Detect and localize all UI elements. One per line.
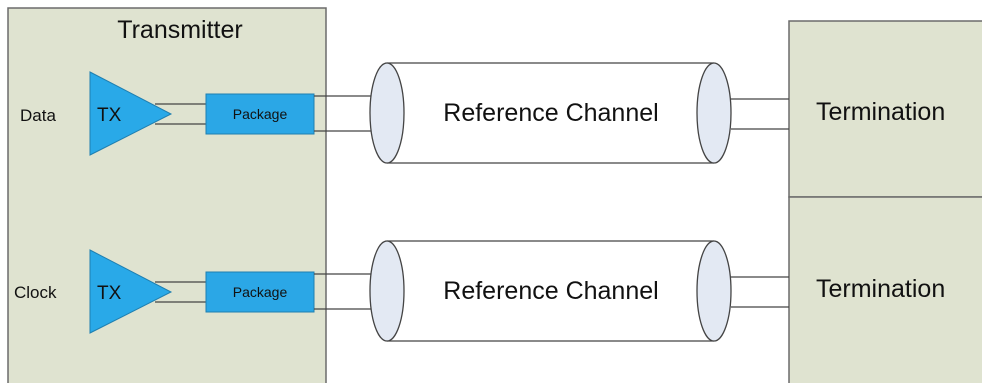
package-label: Package <box>233 284 288 300</box>
termination-block <box>788 20 982 198</box>
transmitter-block <box>7 7 327 383</box>
termination-label: Termination <box>816 98 945 126</box>
package-box <box>205 93 315 135</box>
signal-label-data: Data <box>20 106 56 125</box>
reference-channel-body <box>387 241 714 341</box>
reference-channel-body <box>387 63 714 163</box>
package-box <box>205 271 315 313</box>
transmitter-title: Transmitter <box>117 16 242 44</box>
reference-channel-label: Reference Channel <box>443 99 658 127</box>
termination-block <box>788 196 982 383</box>
cable-end-left <box>369 240 405 342</box>
cable-end-left <box>369 62 405 164</box>
cable-end-right <box>696 62 732 164</box>
tx-driver-triangle <box>89 249 173 334</box>
signal-label-clock: Clock <box>14 283 57 302</box>
package-label: Package <box>233 106 288 122</box>
tx-driver-label: TX <box>97 105 122 126</box>
cable-end-right <box>696 240 732 342</box>
reference-channel-label: Reference Channel <box>443 277 658 305</box>
tx-driver-triangle <box>89 71 173 156</box>
termination-label: Termination <box>816 275 945 303</box>
tx-driver-label: TX <box>97 283 122 304</box>
